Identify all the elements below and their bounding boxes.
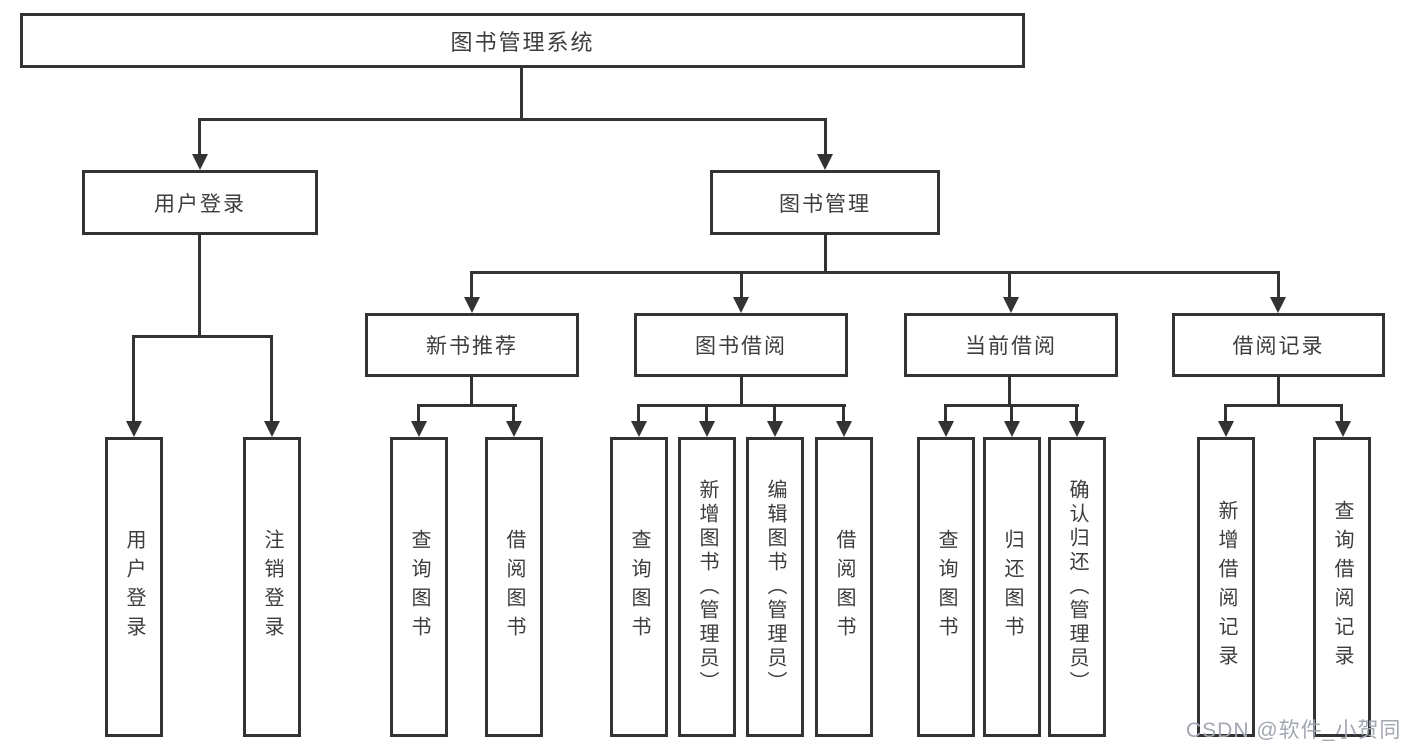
node-label: 借阅记录: [1232, 335, 1325, 358]
node-new-book-recommend: 新书推荐: [365, 313, 579, 377]
node-book-management: 图书管理: [710, 170, 940, 235]
node-label: 查询图书: [628, 529, 650, 645]
connector-drop: [705, 404, 708, 425]
node-label: 借阅图书: [833, 529, 855, 645]
node-label: 新增借阅记录: [1215, 500, 1237, 674]
leaf-borrow-books: 借阅图书: [815, 437, 873, 737]
leaf-user-login: 用户登录: [105, 437, 163, 737]
connector-borrow-stem: [740, 377, 743, 407]
leaf-query-books: 查询图书: [390, 437, 448, 737]
connector-book-stem: [824, 235, 827, 274]
connector-drop: [637, 404, 640, 425]
arrowhead-down-icon: [264, 421, 280, 437]
arrowhead-down-icon: [1270, 297, 1286, 313]
connector-drop: [512, 404, 515, 425]
connector-drop: [1075, 404, 1078, 425]
leaf-add-books-admin: 新增图书（管理员）: [678, 437, 736, 737]
arrowhead-down-icon: [464, 297, 480, 313]
node-label: 编辑图书（管理员）: [764, 479, 786, 695]
leaf-logout: 注销登录: [243, 437, 301, 737]
connector-root-rail: [198, 118, 827, 121]
arrowhead-down-icon: [411, 421, 427, 437]
arrowhead-down-icon: [836, 421, 852, 437]
connector-recommend-stem: [470, 377, 473, 407]
connector-drop: [270, 335, 273, 423]
arrowhead-down-icon: [767, 421, 783, 437]
connector-drop: [1008, 271, 1011, 301]
connector-drop: [773, 404, 776, 425]
connector-drop: [1340, 404, 1343, 425]
connector-root-stem: [520, 68, 523, 121]
connector-drop: [740, 271, 743, 301]
leaf-query-borrow-record: 查询借阅记录: [1313, 437, 1371, 737]
node-borrow-record: 借阅记录: [1172, 313, 1385, 377]
leaf-query-books: 查询图书: [917, 437, 975, 737]
node-root-system: 图书管理系统: [20, 13, 1025, 68]
connector-drop: [1277, 271, 1280, 301]
connector-drop: [944, 404, 947, 425]
connector-drop-user: [198, 118, 201, 156]
arrowhead-down-icon: [506, 421, 522, 437]
node-label: 借阅图书: [503, 529, 525, 645]
leaf-confirm-return-admin: 确认归还（管理员）: [1048, 437, 1106, 737]
connector-record-stem: [1277, 377, 1280, 407]
connector-drop: [1224, 404, 1227, 425]
node-label: 新增图书（管理员）: [696, 479, 718, 695]
arrowhead-down-icon: [733, 297, 749, 313]
node-label: 查询图书: [408, 529, 430, 645]
node-book-borrow: 图书借阅: [634, 313, 848, 377]
csdn-watermark: CSDN @软件_小贺同学: [1186, 719, 1402, 742]
node-label: 图书管理: [779, 192, 871, 216]
arrowhead-down-icon: [1004, 421, 1020, 437]
connector-user-stem: [198, 235, 201, 338]
connector-drop-book: [824, 118, 827, 156]
node-label: 图书管理系统: [450, 29, 595, 55]
leaf-edit-books-admin: 编辑图书（管理员）: [746, 437, 804, 737]
connector-drop: [417, 404, 420, 425]
node-label: 归还图书: [1001, 529, 1023, 645]
arrowhead-down-icon: [1335, 421, 1351, 437]
node-label: 确认归还（管理员）: [1066, 479, 1088, 695]
arrowhead-down-icon: [1003, 297, 1019, 313]
node-current-borrow: 当前借阅: [904, 313, 1118, 377]
connector-drop: [132, 335, 135, 423]
arrowhead-down-icon: [699, 421, 715, 437]
arrowhead-down-icon: [192, 154, 208, 170]
node-label: 图书借阅: [695, 335, 787, 358]
connector-borrow-rail: [637, 404, 846, 407]
arrowhead-down-icon: [126, 421, 142, 437]
arrowhead-down-icon: [817, 154, 833, 170]
node-label: 当前借阅: [965, 335, 1057, 358]
leaf-query-books: 查询图书: [610, 437, 668, 737]
connector-drop: [470, 271, 473, 301]
connector-recommend-rail: [417, 404, 517, 407]
connector-user-rail: [132, 335, 273, 338]
arrowhead-down-icon: [1218, 421, 1234, 437]
node-label: 用户登录: [123, 529, 145, 645]
connector-drop: [842, 404, 845, 425]
node-label: 用户登录: [154, 192, 246, 216]
node-label: 新书推荐: [426, 335, 518, 358]
leaf-add-borrow-record: 新增借阅记录: [1197, 437, 1255, 737]
connector-record-rail: [1224, 404, 1343, 407]
connector-current-stem: [1008, 377, 1011, 407]
arrowhead-down-icon: [631, 421, 647, 437]
connector-drop: [1010, 404, 1013, 425]
node-label: 查询图书: [935, 529, 957, 645]
leaf-return-books: 归还图书: [983, 437, 1041, 737]
node-user-login: 用户登录: [82, 170, 318, 235]
node-label: 查询借阅记录: [1331, 500, 1353, 674]
node-label: 注销登录: [261, 529, 283, 645]
connector-book-rail: [470, 271, 1280, 274]
leaf-borrow-books: 借阅图书: [485, 437, 543, 737]
arrowhead-down-icon: [1069, 421, 1085, 437]
arrowhead-down-icon: [938, 421, 954, 437]
